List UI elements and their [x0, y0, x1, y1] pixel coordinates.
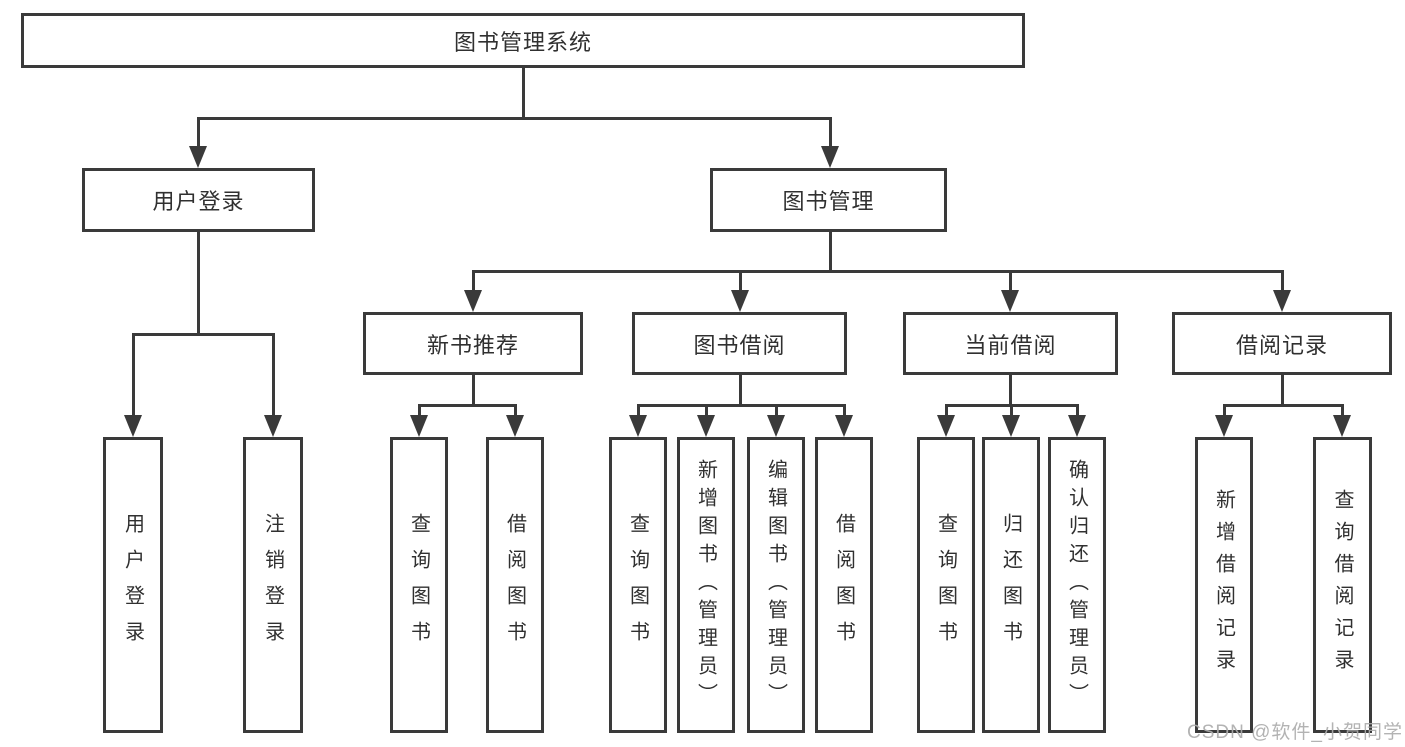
connector-shaft-leaf [1075, 404, 1079, 418]
leaf-label: 新增图书（管理员） [694, 459, 717, 711]
arrow-down-icon [506, 415, 524, 437]
leaf-label: 借阅图书 [832, 513, 855, 657]
node-new-book-recommend: 新书推荐 [363, 312, 583, 375]
leaf-return-books: 归还图书 [982, 437, 1040, 733]
leaf-edit-books-admin: 编辑图书（管理员） [747, 437, 805, 733]
node-book-management: 图书管理 [710, 168, 947, 232]
connector-root-bus [196, 117, 832, 120]
node-label: 图书管理 [782, 189, 875, 214]
connector-root-stem [521, 68, 525, 119]
leaf-label: 借阅图书 [503, 513, 526, 657]
node-book-borrowing: 图书借阅 [632, 312, 847, 375]
csdn-watermark: CSDN @软件_小贺同学 [1187, 722, 1403, 743]
leaf-label: 归还图书 [999, 513, 1022, 657]
node-user-login: 用户登录 [82, 168, 315, 232]
leaf-query-books-recommend: 查询图书 [390, 437, 448, 733]
leaf-borrow-books-borrowing: 借阅图书 [815, 437, 873, 733]
arrow-down-icon [697, 415, 715, 437]
arrow-down-icon [1068, 415, 1086, 437]
arrow-down-icon [1215, 415, 1233, 437]
leaf-borrow-books-recommend: 借阅图书 [486, 437, 544, 733]
node-label: 新书推荐 [426, 332, 519, 358]
connector-shaft-leaf [704, 404, 708, 418]
arrow-down-icon [464, 290, 482, 312]
connector-borrow-records-bus [1222, 404, 1343, 407]
leaf-label: 用户登录 [121, 513, 144, 657]
connector-shaft-leaf [1009, 404, 1013, 418]
connector-shaft-leaf [774, 404, 778, 418]
leaf-query-borrow-record: 查询借阅记录 [1313, 437, 1372, 733]
leaf-user-login: 用户登录 [103, 437, 163, 733]
connector-user-login-stem [196, 232, 200, 335]
leaf-query-books-borrowing: 查询图书 [609, 437, 667, 733]
node-current-borrowing: 当前借阅 [903, 312, 1118, 375]
node-label: 用户登录 [152, 189, 245, 214]
connector-borrow-records-stem [1280, 375, 1284, 406]
arrow-down-icon [189, 146, 207, 168]
arrow-down-icon [264, 415, 282, 437]
arrow-down-icon [629, 415, 647, 437]
node-label: 借阅记录 [1235, 332, 1328, 358]
connector-shaft-book-management [828, 117, 832, 148]
leaf-label: 查询借阅记录 [1331, 489, 1353, 681]
leaf-label: 确认归还（管理员） [1065, 459, 1088, 711]
arrow-down-icon [835, 415, 853, 437]
node-borrow-records: 借阅记录 [1172, 312, 1392, 375]
connector-shaft-leaf-logout [271, 333, 275, 416]
leaf-query-books-current: 查询图书 [917, 437, 975, 733]
connector-book-borrowing-bus [636, 404, 846, 407]
connector-shaft-new-book-recommend [471, 270, 475, 292]
connector-book-borrowing-stem [738, 375, 742, 406]
node-label: 图书管理系统 [453, 29, 592, 55]
connector-current-borrowing-stem [1008, 375, 1012, 406]
node-label: 当前借阅 [964, 332, 1057, 358]
arrow-down-icon [937, 415, 955, 437]
leaf-add-borrow-record: 新增借阅记录 [1195, 437, 1253, 733]
arrow-down-icon [1273, 290, 1291, 312]
arrow-down-icon [124, 415, 142, 437]
leaf-label: 查询图书 [934, 513, 957, 657]
arrow-down-icon [1001, 290, 1019, 312]
connector-user-login-bus [131, 333, 275, 336]
connector-shaft-leaf [1340, 404, 1344, 418]
leaf-confirm-return-admin: 确认归还（管理员） [1048, 437, 1106, 733]
connector-shaft-leaf [944, 404, 948, 418]
leaf-logout: 注销登录 [243, 437, 303, 733]
connector-new-book-recommend-stem [471, 375, 475, 406]
connector-shaft-leaf [636, 404, 640, 418]
arrow-down-icon [731, 290, 749, 312]
arrow-down-icon [767, 415, 785, 437]
connector-new-book-recommend-bus [417, 404, 517, 407]
connector-book-management-bus [471, 270, 1283, 273]
connector-shaft-leaf [842, 404, 846, 418]
node-label: 图书借阅 [693, 332, 786, 358]
connector-shaft-leaf [513, 404, 517, 418]
leaf-label: 查询图书 [407, 513, 430, 657]
connector-shaft-leaf-user-login [131, 333, 135, 416]
leaf-label: 查询图书 [626, 513, 649, 657]
arrow-down-icon [410, 415, 428, 437]
arrow-down-icon [1002, 415, 1020, 437]
leaf-label: 新增借阅记录 [1212, 489, 1235, 681]
connector-shaft-book-borrowing [738, 270, 742, 292]
connector-book-management-stem [828, 232, 832, 272]
connector-shaft-user-login [196, 117, 200, 148]
connector-shaft-leaf [1222, 404, 1226, 418]
connector-shaft-current-borrowing [1008, 270, 1012, 292]
leaf-label: 注销登录 [261, 513, 284, 657]
connector-shaft-borrow-records [1280, 270, 1284, 292]
arrow-down-icon [821, 146, 839, 168]
node-root-system: 图书管理系统 [21, 13, 1025, 68]
arrow-down-icon [1333, 415, 1351, 437]
connector-shaft-leaf [417, 404, 421, 418]
leaf-label: 编辑图书（管理员） [764, 459, 787, 711]
leaf-add-books-admin: 新增图书（管理员） [677, 437, 735, 733]
